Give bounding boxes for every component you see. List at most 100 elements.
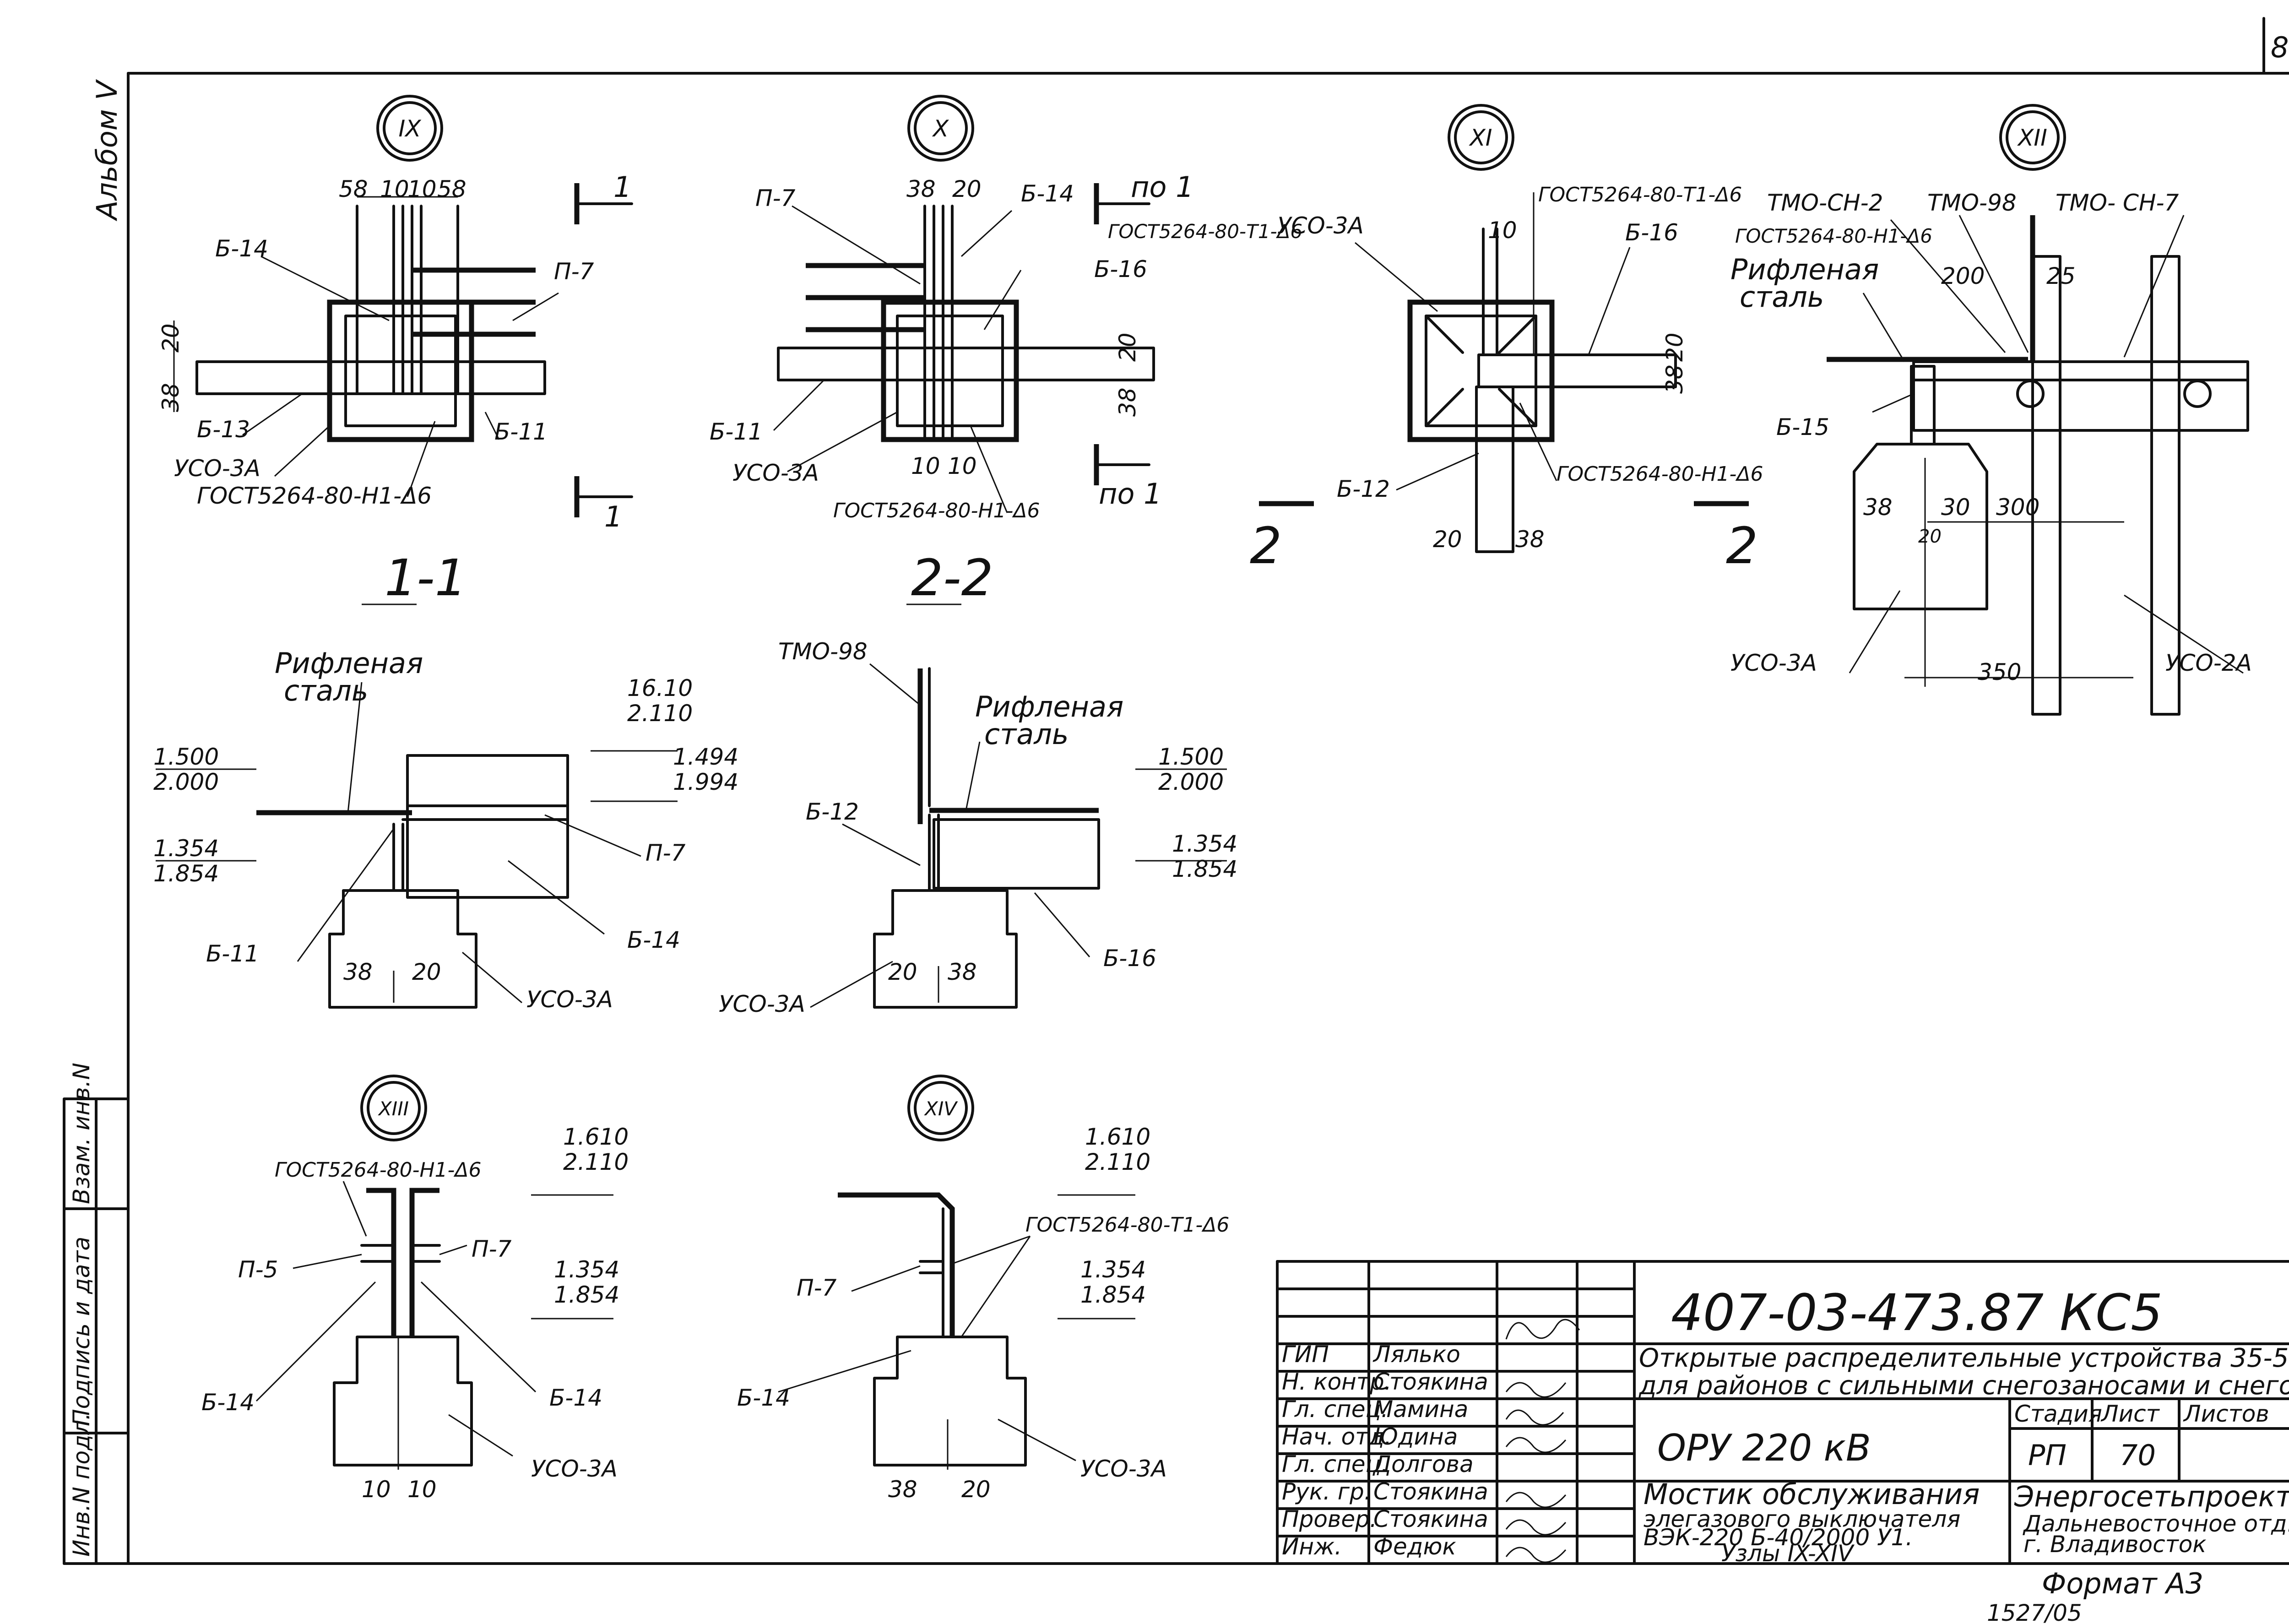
side-stamp-sign: Подпись и дата — [68, 1237, 95, 1426]
node-xii-label-tmo-sn7: ТМО- СН-7 — [2056, 190, 2179, 216]
s11-label-p7: П-7 — [645, 840, 686, 866]
node-xii-label-gost: ГОСТ5264-80-Н1-Δ6 — [1735, 225, 1932, 247]
cut-1-top: 1 — [613, 170, 631, 204]
node-xiii-label-p5: П-5 — [238, 1256, 278, 1283]
page-number: 80 — [2271, 31, 2289, 64]
node-xi-label-b16: Б-16 — [1625, 219, 1678, 246]
node-xi-dim-10: 10 — [1488, 217, 1517, 244]
s22-label-tmo98: ТМО-98 — [778, 638, 868, 665]
s11-label-b11: Б-11 — [206, 940, 259, 967]
org-city: г. Владивосток — [2023, 1531, 2207, 1558]
title-block — [1276, 1260, 2289, 1565]
node-marker-xiii: XIII — [378, 1097, 409, 1120]
s11-dim-38: 38 — [343, 959, 373, 985]
node-xi-label-gost-h1: ГОСТ5264-80-Н1-Δ6 — [1557, 462, 1763, 486]
signature-1 — [1505, 1319, 1580, 1340]
cut-po1-top: по 1 — [1131, 170, 1194, 204]
section-2-2 — [810, 663, 1227, 1009]
s22-label-stal: сталь — [984, 717, 1069, 751]
node-ix-label-gost: ГОСТ5264-80-Н1-Δ6 — [197, 483, 432, 509]
s22-level-1500: 1.500 — [1158, 744, 1224, 770]
node-x: X — [773, 95, 1155, 513]
beam-b13 — [195, 360, 546, 395]
node-xii-dim-25: 25 — [2046, 263, 2076, 289]
node-x-label-b14: Б-14 — [1021, 180, 1074, 207]
s11-level-1494: 1.494 — [673, 744, 738, 770]
node-x-dim-10b: 10 — [948, 453, 977, 479]
section-1-1 — [156, 603, 961, 1009]
node-xii-dim-38: 38 — [1863, 494, 1893, 521]
node-xiii-label-uso: УСО-3А — [531, 1456, 618, 1482]
node-ix-label-b13: Б-13 — [197, 416, 250, 443]
node-x-label-gost-t1: ГОСТ5264-80-Т1-Δ6 — [1108, 220, 1302, 243]
s22-dim-20: 20 — [888, 959, 917, 985]
drawing-title-2: элегазового выключателя — [1644, 1506, 1960, 1532]
node-xiv-level-1854: 1.854 — [1080, 1282, 1146, 1308]
node-xiv-level-1354: 1.354 — [1080, 1256, 1146, 1283]
node-x-dim-20r: 20 — [1114, 332, 1141, 362]
node-x-dim-38r: 38 — [1114, 387, 1141, 417]
s22-level-1354: 1.354 — [1172, 831, 1237, 857]
node-xii-label-uso2a: УСО-2А — [2165, 650, 2252, 676]
name-4: Долгова — [1372, 1451, 1474, 1477]
node-xiv: XIV — [778, 1075, 1135, 1470]
cut-po1-bottom: по 1 — [1099, 477, 1162, 511]
role-2: Гл. спец. — [1282, 1396, 1388, 1423]
node-x-label-uso: УСО-3А — [732, 460, 819, 486]
node-ix-dim-38: 38 — [157, 383, 184, 412]
s11-label-riflenaya: Рифленая — [275, 646, 423, 680]
node-x-label-p7: П-7 — [755, 185, 796, 212]
node-xi-dim-38b: 38 — [1515, 526, 1545, 553]
drawing-title-4: Узлы IX-XIV — [1721, 1540, 1855, 1567]
cut-1-bottom: 1 — [604, 500, 622, 533]
node-xiii-level-1854: 1.854 — [554, 1282, 619, 1308]
s11-level-1854: 1.854 — [153, 860, 219, 887]
s11-level-1610: 16.10 — [627, 675, 693, 701]
signature-7 — [1505, 1547, 1567, 1563]
node-marker-xi: XI — [1469, 125, 1492, 151]
s22-level-1854: 1.854 — [1172, 856, 1237, 882]
section-1-1-title: 1-1 — [385, 549, 467, 607]
album-label: Альбом V — [90, 79, 124, 222]
s11-level-2110: 2.110 — [627, 700, 693, 727]
signature-6 — [1505, 1519, 1567, 1536]
drawing-title-3: ВЭК-220 Б-40/2000 У1. — [1644, 1524, 1913, 1551]
name-7: Федюк — [1373, 1533, 1456, 1560]
node-xi-label-gost-t1: ГОСТ5264-80-Т1-Δ6 — [1538, 183, 1742, 206]
s11-label-stal: сталь — [284, 674, 368, 707]
bottom-stamp: 1527/05 — [1987, 1600, 2082, 1624]
org-name: Энергосетьпроект — [2014, 1480, 2289, 1513]
node-xii-dim-30: 30 — [1941, 494, 1970, 521]
node-xii: XII — [1827, 104, 2249, 716]
node-xiii-label-gost: ГОСТ5264-80-Н1-Δ6 — [275, 1158, 482, 1182]
node-xiv-dim-20: 20 — [961, 1476, 991, 1503]
node-ix-dim-10b: 10 — [407, 176, 437, 202]
support-box — [327, 299, 474, 442]
node-x-dim-38: 38 — [906, 176, 936, 202]
node-xi-dim-20: 20 — [1661, 332, 1688, 362]
stage-value: РП — [2028, 1439, 2067, 1472]
node-xiv-dim-38: 38 — [888, 1476, 917, 1503]
role-4: Гл. спец. — [1282, 1451, 1388, 1477]
cut-2-left: 2 — [1250, 516, 1282, 575]
name-2: Мамина — [1373, 1396, 1468, 1423]
node-marker-circle — [376, 95, 443, 162]
node-xi-label-uso: УСО-3А — [1277, 212, 1364, 239]
drawing-title-1: Мостик обслуживания — [1644, 1477, 1980, 1511]
node-ix-dim-58a: 58 — [339, 176, 368, 202]
node-xi-dim-38: 38 — [1661, 364, 1688, 394]
name-6: Стоякина — [1373, 1506, 1488, 1532]
header-sheets: Листов — [2183, 1401, 2269, 1427]
org-branch: Дальневосточное отд. — [2023, 1510, 2289, 1537]
node-x-dim-10a: 10 — [911, 453, 940, 479]
header-sheet: Лист — [2100, 1401, 2160, 1427]
side-stamp-replace: Взам. инв.N — [68, 1063, 95, 1204]
node-xiii-dim-10a: 10 — [362, 1476, 391, 1503]
node-xii-label-uso3a: УСО-3А — [1730, 650, 1817, 676]
node-xii-label-tmo98: ТМО-98 — [1927, 190, 2017, 216]
node-ix-dim-10a: 10 — [380, 176, 409, 202]
role-3: Нач. отд. — [1282, 1423, 1392, 1450]
node-xiii-label-p7: П-7 — [472, 1236, 512, 1262]
